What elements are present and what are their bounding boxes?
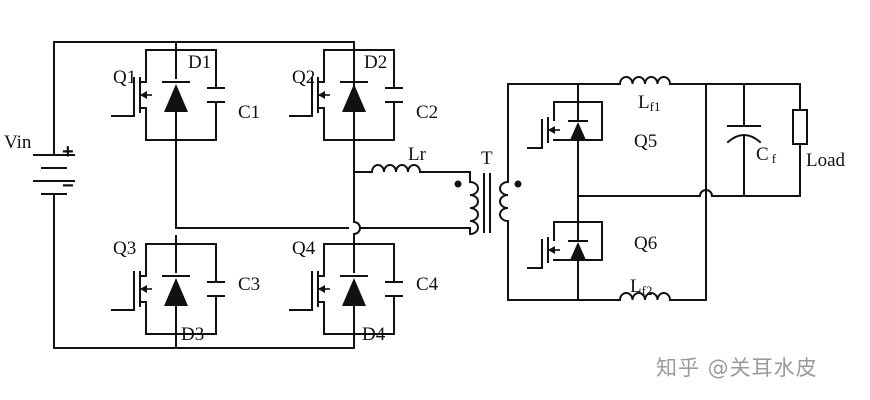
q5-label: Q5 [634, 131, 657, 152]
c1-label: C1 [238, 102, 260, 123]
lr-label: Lr [408, 144, 427, 165]
q6-label: Q6 [634, 233, 657, 254]
q3-label: Q3 [113, 238, 136, 259]
inductor-lr: Lr [353, 144, 471, 174]
plus-sign: + [62, 141, 74, 163]
inductor-lf2: Lf2 [613, 276, 672, 302]
c4-label: C4 [416, 274, 439, 295]
load-resistor: Load [792, 83, 846, 197]
lf1-label: Lf1 [638, 92, 660, 114]
watermark: 知乎 @关耳水皮 [656, 356, 818, 380]
d2-label: D2 [364, 52, 387, 73]
q1-label: Q1 [113, 67, 136, 88]
load-label: Load [806, 150, 846, 171]
minus-sign: − [62, 175, 74, 197]
lf2-label: Lf2 [630, 276, 652, 298]
switch-q5 [527, 101, 603, 149]
d1-label: D1 [188, 52, 211, 73]
d4-label: D4 [362, 324, 386, 345]
d3-label: D3 [181, 324, 204, 345]
q4-label: Q4 [292, 238, 316, 259]
t-label: T [481, 148, 493, 169]
vin-label: Vin [4, 132, 32, 153]
switch-q6 [527, 221, 603, 269]
c2-label: C2 [416, 102, 438, 123]
secondary-wiring [507, 83, 801, 301]
inductor-lf1: Lf1 [613, 76, 672, 114]
battery-vin: Vin + − [4, 132, 75, 197]
q2-label: Q2 [292, 67, 315, 88]
transformer-t: T [454, 148, 522, 236]
c3-label: C3 [238, 274, 260, 295]
